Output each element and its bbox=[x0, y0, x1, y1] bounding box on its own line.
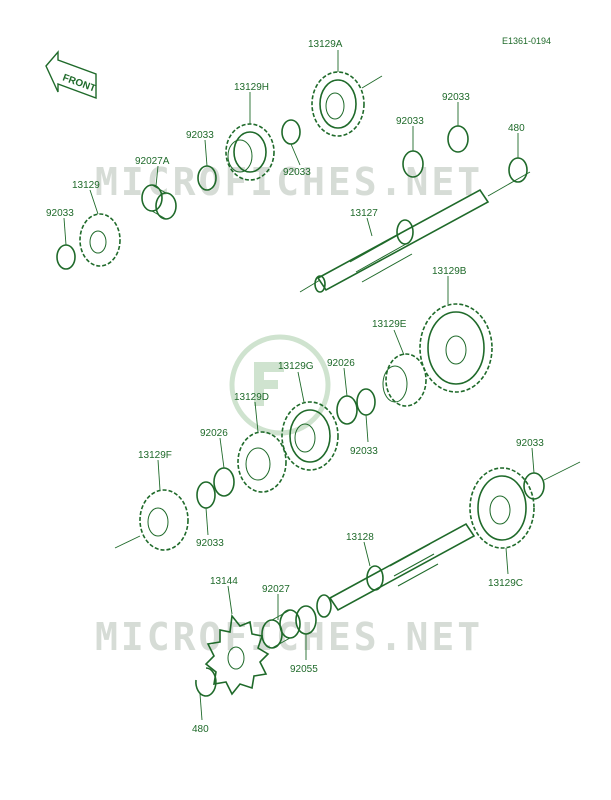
label-13128: 13128 bbox=[346, 532, 374, 543]
ring-92033-mid bbox=[356, 388, 376, 416]
label-13129E: 13129E bbox=[372, 319, 407, 330]
gear-13129E bbox=[382, 353, 427, 407]
label-13129: 13129 bbox=[72, 180, 100, 191]
shaft-13128 bbox=[316, 522, 476, 618]
circlip-480-bottom bbox=[195, 667, 217, 697]
gear-13129F bbox=[114, 489, 189, 551]
label-92033-low: 92033 bbox=[196, 538, 224, 549]
label-92055: 92055 bbox=[290, 664, 318, 675]
ring-92033-low bbox=[196, 481, 216, 509]
ring-92026-a bbox=[336, 395, 358, 425]
gear-13129D bbox=[237, 431, 287, 493]
label-13129G: 13129G bbox=[278, 361, 314, 372]
label-13129D: 13129D bbox=[234, 392, 269, 403]
label-480-bottom: 480 bbox=[192, 724, 209, 735]
front-arrow-icon: FRONT bbox=[45, 50, 97, 100]
label-13129B: 13129B bbox=[432, 266, 467, 277]
gear-13129H bbox=[225, 123, 275, 181]
label-13129C: 13129C bbox=[488, 578, 523, 589]
ring-92033-left bbox=[56, 244, 76, 270]
logo-watermark: F bbox=[229, 334, 331, 436]
label-92027: 92027 bbox=[262, 584, 290, 595]
diagram-code: E1361-0194 bbox=[502, 36, 551, 46]
gear-13129A bbox=[311, 71, 383, 137]
ring-92033-right bbox=[523, 472, 545, 500]
gear-13129B bbox=[419, 303, 493, 393]
label-92033-d: 92033 bbox=[442, 92, 470, 103]
watermark-bottom: MICROFICHES.NET bbox=[95, 615, 483, 659]
bushing-92027A bbox=[141, 184, 177, 220]
ring-92026-b bbox=[213, 467, 235, 497]
ring-92033-d bbox=[447, 125, 469, 153]
shaft-13127 bbox=[299, 171, 531, 293]
sprocket-13144 bbox=[204, 614, 270, 696]
gear-13129C bbox=[469, 467, 535, 549]
label-13129H: 13129H bbox=[234, 82, 269, 93]
label-92026-b: 92026 bbox=[200, 428, 228, 439]
label-92033-left: 92033 bbox=[46, 208, 74, 219]
label-13144: 13144 bbox=[210, 576, 238, 587]
label-92033-a: 92033 bbox=[186, 130, 214, 141]
label-92033-right: 92033 bbox=[516, 438, 544, 449]
gear-13129G bbox=[281, 401, 339, 471]
label-92026-a: 92026 bbox=[327, 358, 355, 369]
label-92033-c: 92033 bbox=[396, 116, 424, 127]
label-92027A: 92027A bbox=[135, 156, 170, 167]
label-480-top: 480 bbox=[508, 123, 525, 134]
bushing-92027 bbox=[261, 609, 301, 649]
label-13129F: 13129F bbox=[138, 450, 172, 461]
label-92033-b: 92033 bbox=[283, 167, 311, 178]
label-13127: 13127 bbox=[350, 208, 378, 219]
label-13129A: 13129A bbox=[308, 39, 343, 50]
label-92033-mid: 92033 bbox=[350, 446, 378, 457]
ring-92033-a bbox=[281, 119, 301, 145]
gear-13129 bbox=[79, 213, 121, 267]
